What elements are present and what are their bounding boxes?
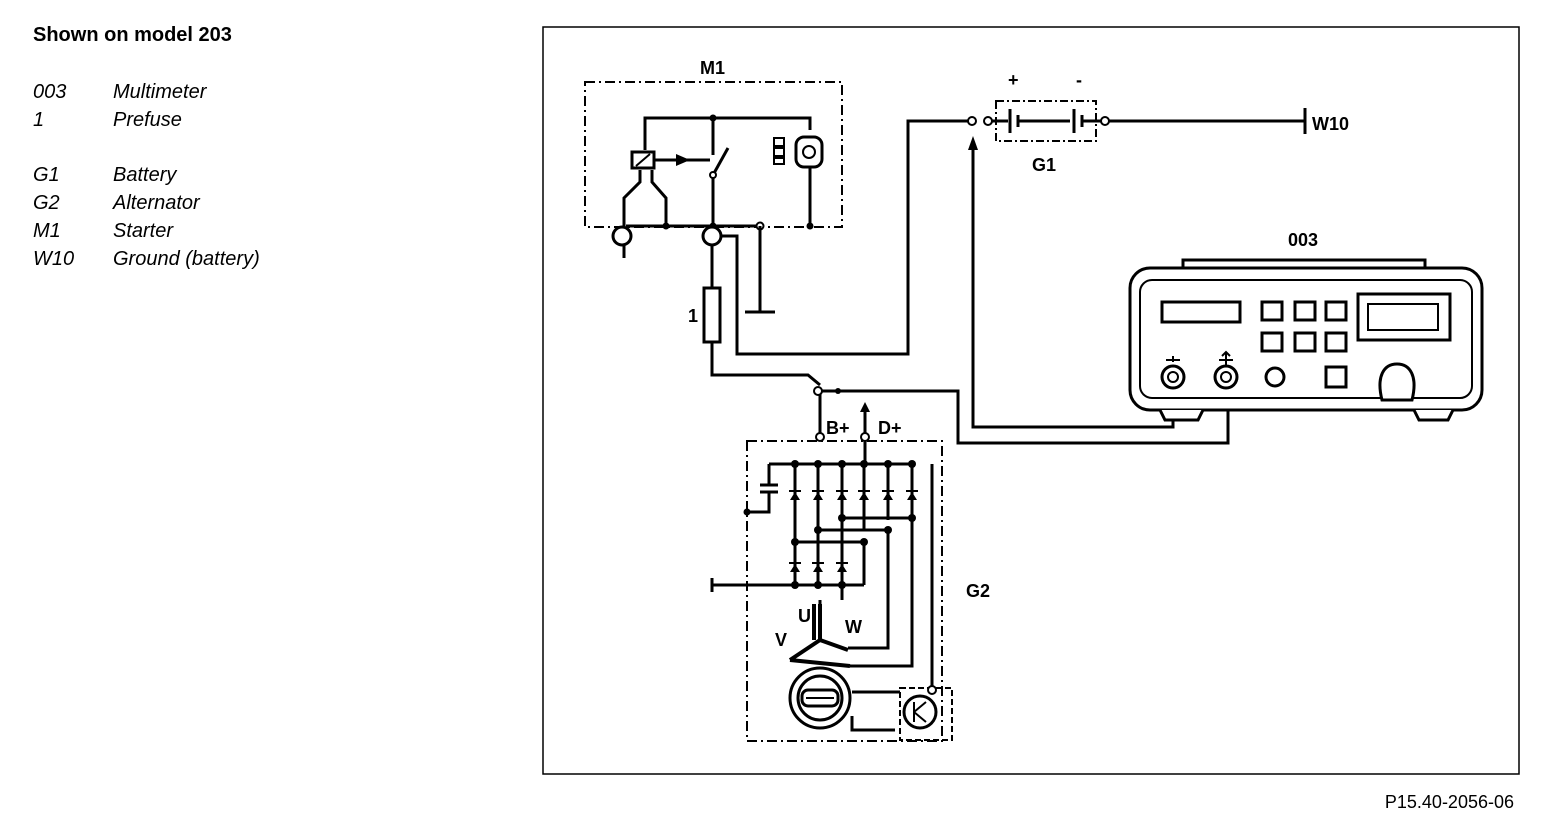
legend-code: 003 bbox=[33, 81, 67, 103]
battery-minus-label: - bbox=[1076, 70, 1082, 90]
legend-code: G1 bbox=[33, 164, 60, 186]
legend-item: G2 Alternator bbox=[33, 189, 260, 217]
legend-code: W10 bbox=[33, 248, 75, 270]
prefuse-1 bbox=[702, 286, 722, 344]
starter-m1 bbox=[584, 81, 843, 258]
legend-desc: Alternator bbox=[113, 192, 200, 214]
alternator-label: G2 bbox=[966, 581, 990, 601]
legend-desc: Battery bbox=[113, 164, 177, 186]
phase-v-label: V bbox=[775, 630, 787, 650]
diagram-heading: Shown on model 203 bbox=[33, 24, 232, 46]
battery-g1 bbox=[983, 100, 1110, 142]
diagram-frame bbox=[542, 26, 1520, 775]
legend-desc: Prefuse bbox=[113, 109, 182, 131]
legend-desc: Multimeter bbox=[113, 81, 207, 103]
alternator-g2 bbox=[710, 432, 953, 742]
battery-plus-label: + bbox=[1008, 70, 1019, 90]
legend-code: 1 bbox=[33, 109, 45, 131]
battery-label: G1 bbox=[1032, 155, 1056, 175]
prefuse-label: 1 bbox=[688, 306, 698, 326]
starter-label: M1 bbox=[700, 58, 725, 78]
multimeter-label: 003 bbox=[1288, 230, 1318, 250]
legend-desc: Ground (battery) bbox=[113, 248, 260, 270]
legend-code: M1 bbox=[33, 220, 61, 242]
legend: 003 Multimeter 1 Prefuse G1 Battery G2 Alter… bbox=[33, 78, 260, 273]
legend-item: 1 Prefuse bbox=[33, 106, 260, 134]
legend-item: W10 Ground (battery) bbox=[33, 245, 260, 273]
figure-reference: P15.40-2056-06 bbox=[1384, 792, 1514, 812]
d-plus-label: D+ bbox=[878, 418, 902, 438]
legend-desc: Starter bbox=[113, 220, 174, 242]
legend-code: G2 bbox=[33, 192, 60, 214]
legend-item: 003 Multimeter bbox=[33, 78, 260, 106]
legend-item: M1 Starter bbox=[33, 217, 260, 245]
b-plus-label: B+ bbox=[826, 418, 850, 438]
ground-label: W10 bbox=[1312, 114, 1349, 134]
legend-item: G1 Battery bbox=[33, 161, 260, 189]
phase-w-label: W bbox=[845, 617, 862, 637]
multimeter-003 bbox=[1128, 258, 1484, 422]
phase-u-label: U bbox=[798, 606, 811, 626]
